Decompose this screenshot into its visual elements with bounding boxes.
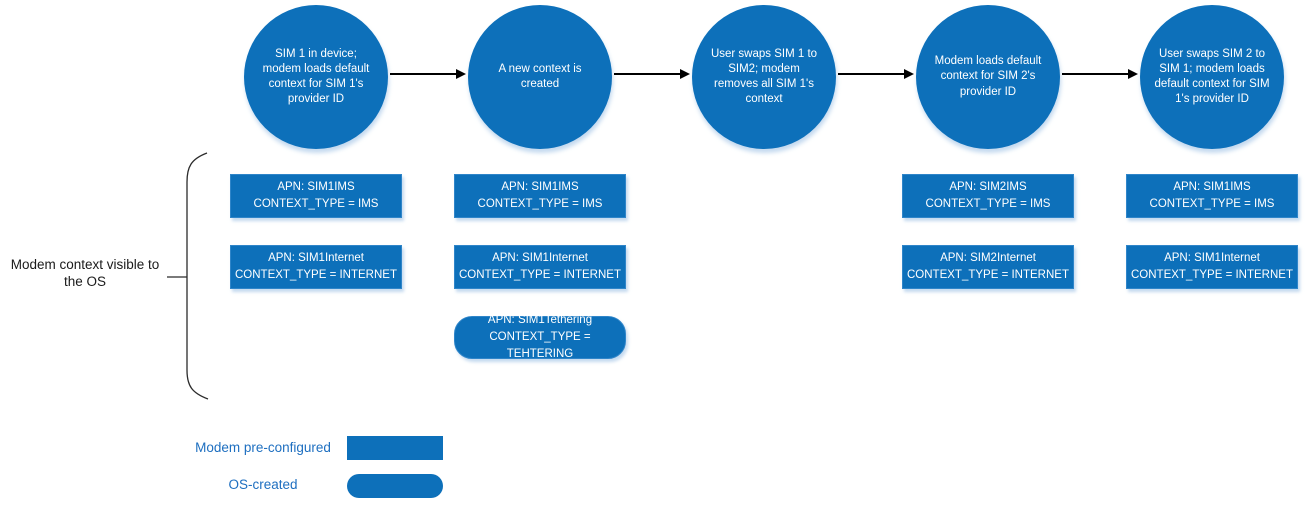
context-apn: APN: SIM1Internet	[268, 251, 364, 264]
context-type: CONTEXT_TYPE = TEHTERING	[489, 330, 591, 361]
flow-step-1-circle: SIM 1 in device; modem loads default con…	[244, 5, 388, 149]
context-box-sim1internet-col1: APN: SIM1Internet CONTEXT_TYPE = INTERNE…	[230, 245, 402, 289]
flow-step-2-circle: A new context is created	[468, 5, 612, 149]
flow-arrow-1-icon	[390, 69, 466, 78]
flow-arrow-3-icon	[838, 69, 914, 78]
context-type: CONTEXT_TYPE = INTERNET	[1131, 269, 1293, 281]
flow-step-5-circle: User swaps SIM 2 to SIM 1; modem loads d…	[1140, 5, 1284, 149]
context-apn: APN: SIM1IMS	[501, 180, 579, 193]
context-box-sim1internet-col5: APN: SIM1Internet CONTEXT_TYPE = INTERNE…	[1126, 245, 1298, 289]
context-type: CONTEXT_TYPE = IMS	[925, 198, 1051, 210]
context-apn: APN: SIM1IMS	[277, 180, 355, 193]
flow-step-4-label: Modem loads default context for SIM 2's …	[934, 55, 1042, 98]
context-box-sim1ims-col5: APN: SIM1IMS CONTEXT_TYPE = IMS	[1126, 174, 1298, 218]
legend-label-os-created: OS-created	[228, 477, 298, 492]
legend-swatch-pill-icon	[347, 474, 443, 498]
context-type: CONTEXT_TYPE = IMS	[1149, 198, 1275, 210]
context-box-sim1ims-col1: APN: SIM1IMS CONTEXT_TYPE = IMS	[230, 174, 402, 218]
context-apn: APN: SIM2Internet	[940, 251, 1036, 264]
flow-step-4-circle: Modem loads default context for SIM 2's …	[916, 5, 1060, 149]
flow-step-3-label: User swaps SIM 1 to SIM2; modem removes …	[710, 47, 818, 106]
context-box-sim1ims-col2: APN: SIM1IMS CONTEXT_TYPE = IMS	[454, 174, 626, 218]
context-type: CONTEXT_TYPE = INTERNET	[459, 269, 621, 281]
side-label: Modem context visible to the OS	[10, 257, 160, 289]
context-type: CONTEXT_TYPE = IMS	[253, 198, 379, 210]
legend-swatch-rect-icon	[347, 436, 443, 460]
context-apn: APN: SIM1IMS	[1173, 180, 1251, 193]
context-apn: APN: SIM1Internet	[492, 251, 588, 264]
context-box-sim2ims-col4: APN: SIM2IMS CONTEXT_TYPE = IMS	[902, 174, 1074, 218]
legend-label-modem-preconfigured: Modem pre-configured	[195, 440, 331, 455]
context-type: CONTEXT_TYPE = IMS	[477, 198, 603, 210]
flow-step-3-circle: User swaps SIM 1 to SIM2; modem removes …	[692, 5, 836, 149]
context-apn: APN: SIM1Internet	[1164, 251, 1260, 264]
context-apn: APN: SIM1Tethering	[487, 313, 593, 326]
context-box-sim1internet-col2: APN: SIM1Internet CONTEXT_TYPE = INTERNE…	[454, 245, 626, 289]
context-type: CONTEXT_TYPE = INTERNET	[907, 269, 1069, 281]
context-box-sim2internet-col4: APN: SIM2Internet CONTEXT_TYPE = INTERNE…	[902, 245, 1074, 289]
context-apn: APN: SIM2IMS	[949, 180, 1027, 193]
curly-brace-icon	[167, 152, 209, 400]
context-type: CONTEXT_TYPE = INTERNET	[235, 269, 397, 281]
flow-step-1-label: SIM 1 in device; modem loads default con…	[262, 47, 370, 106]
context-box-sim1tethering-col2: APN: SIM1Tethering CONTEXT_TYPE = TEHTER…	[454, 314, 626, 360]
flow-arrow-4-icon	[1062, 69, 1138, 78]
flow-step-2-label: A new context is created	[498, 62, 582, 90]
flow-step-5-label: User swaps SIM 2 to SIM 1; modem loads d…	[1154, 47, 1270, 106]
flow-arrow-2-icon	[614, 69, 690, 78]
